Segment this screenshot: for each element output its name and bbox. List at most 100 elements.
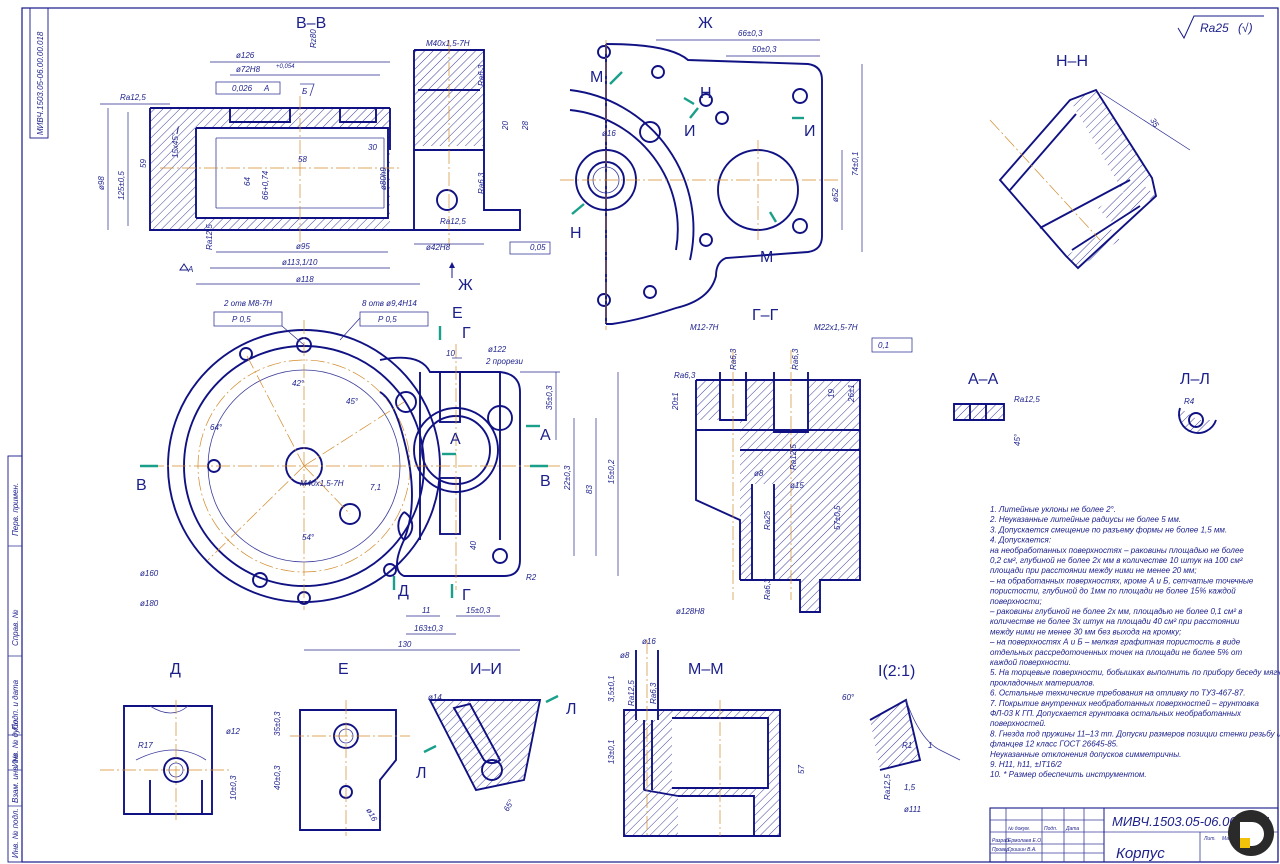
svg-text:2 отв М8-7Н: 2 отв М8-7Н — [223, 299, 272, 308]
svg-text:Разраб.: Разраб. — [992, 838, 1010, 844]
svg-text:Ra12,5: Ra12,5 — [205, 224, 214, 250]
svg-text:ø12: ø12 — [226, 727, 240, 736]
svg-text:В: В — [540, 473, 551, 490]
note-line: пористости, глубиной до 1мм по площади н… — [990, 587, 1236, 596]
svg-text:ø111: ø111 — [904, 805, 921, 814]
svg-text:M40x1,5-7H: M40x1,5-7H — [426, 39, 470, 48]
svg-text:Подп. и дата: Подп. и дата — [11, 679, 20, 730]
svg-text:Е: Е — [338, 661, 349, 678]
stamp-box — [29, 7, 49, 139]
svg-text:Справ. №: Справ. № — [11, 609, 20, 646]
watermark-logo-icon — [1228, 810, 1274, 856]
note-line: поверхности; — [990, 597, 1042, 606]
svg-text:Ra25: Ra25 — [763, 510, 772, 530]
section-ii: И–И ø14 65° Л Л — [416, 661, 577, 813]
svg-text:Провер.: Провер. — [992, 847, 1011, 853]
svg-text:Инв. № подл.: Инв. № подл. — [11, 808, 20, 858]
svg-text:35±0,3: 35±0,3 — [273, 711, 282, 736]
svg-text:ø95: ø95 — [296, 242, 310, 251]
svg-text:ø16: ø16 — [602, 129, 616, 138]
svg-text:40: 40 — [469, 541, 478, 550]
section-nn: Н–Н 35 — [989, 53, 1191, 270]
view-zh: Ж 66±0,3 50±0,3 74±0,1 ø52 ø16 М Н И И Н… — [449, 15, 863, 330]
svg-text:130: 130 — [398, 640, 412, 649]
svg-text:Р 0,5: Р 0,5 — [232, 315, 251, 324]
svg-text:ø180: ø180 — [140, 599, 159, 608]
svg-text:А: А — [450, 431, 461, 448]
svg-text:42°: 42° — [292, 379, 305, 388]
svg-text:35±0,3: 35±0,3 — [545, 385, 554, 410]
note-line: фланцев 12 класс ГОСТ 26645-85. — [990, 740, 1118, 749]
svg-text:Корпус: Корпус — [1116, 845, 1165, 862]
note-line: 3. Допускается смещение по разъему формы… — [990, 525, 1227, 534]
note-line: 10. * Размер обеспечить инструментом. — [990, 770, 1147, 779]
svg-text:Н: Н — [570, 225, 582, 242]
svg-text:ø52: ø52 — [831, 188, 840, 202]
note-line: – раковины глубиной не более 2х мм, площ… — [989, 607, 1242, 616]
svg-text:Ra6,3: Ra6,3 — [649, 682, 658, 704]
svg-text:15x45°: 15x45° — [171, 132, 180, 158]
detail-i: I(2:1) 60° R1 1 1,5 ø111 Ra12,5 — [842, 663, 961, 814]
svg-text:МИВЧ.1503.05-06.00.00: МИВЧ.1503.05-06.00.00 — [1112, 814, 1255, 829]
svg-text:Л: Л — [566, 701, 577, 718]
note-line: площади при расстоянии между ними не мен… — [990, 566, 1197, 575]
svg-text:45°: 45° — [1013, 433, 1022, 446]
svg-text:3,5±0,1: 3,5±0,1 — [607, 675, 616, 702]
svg-text:R2: R2 — [526, 573, 537, 582]
section-mm: М–М ø16 ø8 Ra12,5 Ra6,3 3,5±0,1 13±0,1 5… — [607, 637, 806, 837]
svg-text:Ra12,5: Ra12,5 — [1014, 395, 1040, 404]
section-ll: Л–Л R4 — [1178, 371, 1217, 434]
note-line: 8. Гнезда под пружины 11–13 тп. Допуски … — [990, 729, 1280, 738]
section-gg: Г–Г M12-7H M22x1,5-7H 0,1 Ra6,3 Ra6,3 Ra… — [671, 307, 913, 616]
svg-text:65°: 65° — [502, 797, 516, 813]
note-line: каждой поверхности. — [990, 658, 1071, 667]
svg-text:М–М: М–М — [688, 661, 724, 678]
svg-text:28: 28 — [521, 121, 530, 131]
svg-text:Ra6,3: Ra6,3 — [729, 348, 738, 370]
svg-text:64: 64 — [243, 177, 252, 186]
svg-text:66±0,3: 66±0,3 — [738, 29, 763, 38]
svg-text:ø128H8: ø128H8 — [676, 607, 705, 616]
svg-text:0,1: 0,1 — [878, 341, 889, 350]
svg-text:ø15: ø15 — [790, 481, 804, 490]
svg-text:66+0,74: 66+0,74 — [261, 170, 270, 200]
svg-text:R4: R4 — [1184, 397, 1195, 406]
svg-text:40±0,3: 40±0,3 — [273, 765, 282, 790]
svg-text:10±0,3: 10±0,3 — [229, 775, 238, 800]
svg-text:И: И — [804, 123, 816, 140]
note-line: 6. Остальные технические требования на о… — [990, 689, 1245, 698]
svg-text:В: В — [136, 477, 147, 494]
svg-text:ø14: ø14 — [428, 693, 442, 702]
section-bb-label: В–В — [296, 15, 326, 32]
svg-text:Лит.: Лит. — [1203, 836, 1216, 842]
svg-text:А–А: А–А — [968, 371, 999, 388]
svg-text:ø126: ø126 — [236, 51, 255, 60]
svg-text:ø160: ø160 — [140, 569, 159, 578]
svg-text:60°: 60° — [842, 693, 855, 702]
sheet-frame — [21, 7, 1279, 863]
svg-text:7,1: 7,1 — [370, 483, 381, 492]
note-line: – на поверхностях А и Б – мелкая графитн… — [989, 638, 1241, 647]
svg-text:I(2:1): I(2:1) — [878, 663, 915, 680]
svg-text:10: 10 — [446, 349, 455, 358]
svg-text:125±0,5: 125±0,5 — [117, 171, 126, 200]
svg-text:ø80h9: ø80h9 — [379, 167, 388, 190]
svg-text:ø8: ø8 — [754, 469, 764, 478]
note-line: – на обработанных поверхностях, кроме А … — [989, 576, 1254, 585]
svg-text:35: 35 — [1148, 117, 1161, 130]
svg-text:Г: Г — [462, 587, 471, 604]
svg-text:Н–Н: Н–Н — [1056, 53, 1088, 70]
svg-text:Г: Г — [462, 325, 471, 342]
technical-notes: 1. Литейные уклоны не более 2°.2. Неуказ… — [989, 505, 1280, 779]
svg-text:59: 59 — [139, 159, 148, 168]
svg-text:А: А — [187, 265, 193, 274]
svg-text:Ra6,3: Ra6,3 — [763, 578, 772, 600]
svg-text:64°: 64° — [210, 423, 223, 432]
svg-text:И: И — [684, 123, 696, 140]
svg-text:M12-7H: M12-7H — [690, 323, 719, 332]
svg-text:Инв. № дубл.: Инв. № дубл. — [11, 718, 20, 767]
svg-text:ø42H8: ø42H8 — [426, 243, 451, 252]
svg-text:ø8: ø8 — [620, 651, 630, 660]
svg-text:M22x1,5-7H: M22x1,5-7H — [814, 323, 858, 332]
